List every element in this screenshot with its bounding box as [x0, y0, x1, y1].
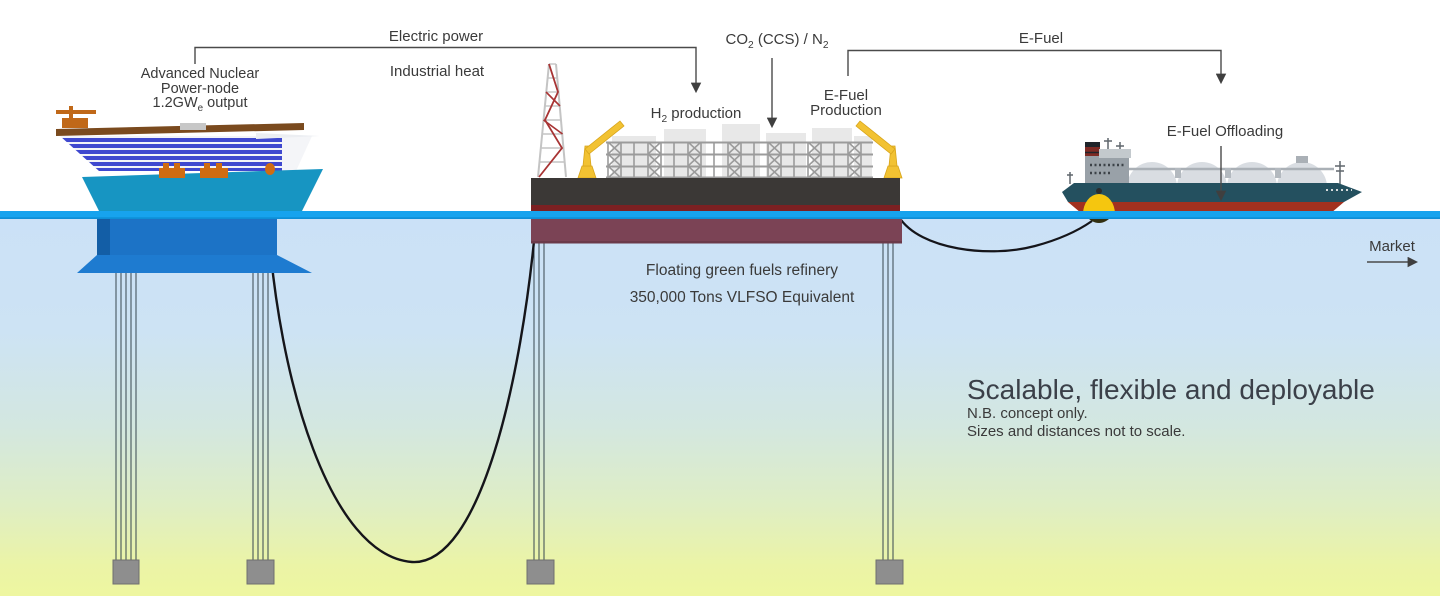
anchor-blocks [112, 559, 904, 585]
electric-power-flow-line [194, 46, 702, 94]
submerged-hull [531, 219, 902, 243]
efuel-label: E-Fuel [1018, 30, 1064, 47]
efuel-tanker-ship [1062, 138, 1362, 223]
waterline-edge [0, 217, 1440, 219]
h2-production-label: H2 production [650, 105, 742, 125]
anchor-block [112, 559, 140, 585]
industrial-heat-label: Industrial heat [389, 63, 485, 80]
submerged-skirt [77, 255, 312, 273]
hull-upper [1062, 183, 1362, 202]
anchor-block [246, 559, 275, 585]
floating-green-fuels-refinery [531, 63, 903, 244]
hull-red-band [531, 205, 900, 213]
efuel-flow-line [847, 49, 1227, 85]
wing-blade [256, 133, 320, 139]
flare-tower-icon [537, 63, 567, 178]
note-concept-only: N.B. concept only. [967, 405, 1088, 422]
white-wing [282, 136, 312, 171]
tagline: Scalable, flexible and deployable [967, 374, 1375, 405]
anchor-block [875, 559, 904, 585]
hull-deck [531, 178, 900, 205]
efuel-transfer-cable [898, 216, 1093, 253]
sea-background [0, 219, 1440, 596]
refinery-capacity-label: 350,000 Tons VLFSO Equivalent [629, 289, 855, 306]
co2-ccs-n2-label: CO2 (CCS) / N2 [725, 31, 829, 51]
crane-left-icon [577, 120, 625, 179]
main-hull [82, 169, 323, 213]
hull-lower [1068, 202, 1344, 213]
submerged-hull-shade [97, 219, 110, 257]
market-label: Market [1369, 238, 1415, 255]
power-cable [266, 218, 538, 564]
bridge [1099, 149, 1131, 158]
flow-lines [194, 46, 1419, 268]
mooring-lines [115, 219, 894, 560]
waterline [0, 211, 1440, 219]
refinery-name-label: Floating green fuels refinery [645, 262, 839, 279]
note-not-to-scale: Sizes and distances not to scale. [967, 423, 1186, 440]
efuel-offloading-label: E-Fuel Offloading [1166, 123, 1284, 140]
superstructure [1085, 156, 1129, 185]
submerged-hull [97, 219, 277, 257]
advanced-nuclear-power-node [56, 106, 323, 273]
striped-superstructure [60, 133, 320, 171]
deck-equipment [159, 163, 275, 178]
deck-house [180, 123, 206, 130]
efuel-production-label: E-Fuel Production [810, 87, 882, 119]
power-node-label: Advanced Nuclear Power-node 1.2GWe outpu… [140, 66, 260, 114]
submerged-hull-edge [531, 241, 902, 244]
electric-power-label: Electric power [388, 28, 484, 45]
process-truss [606, 141, 873, 179]
deck-crane-icon [56, 106, 96, 128]
anchor-block [526, 559, 555, 585]
